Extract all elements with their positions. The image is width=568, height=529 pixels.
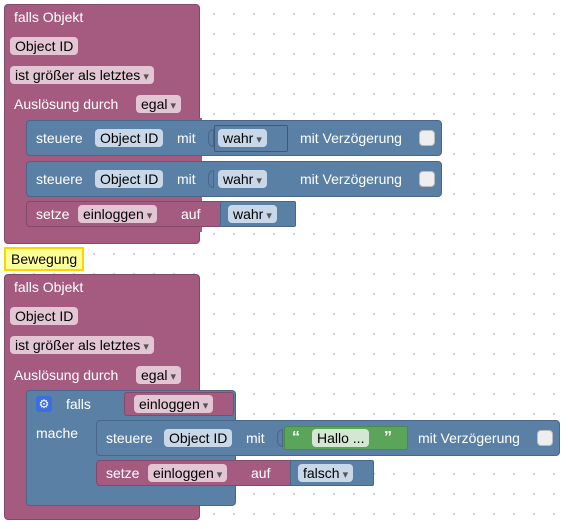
value-socket — [208, 170, 214, 188]
control-target-field[interactable]: Object ID — [95, 129, 164, 147]
delay-label: mit Verzögerung — [418, 430, 520, 446]
delay-label: mit Verzögerung — [300, 130, 402, 146]
if-variable-dropdown[interactable]: einloggen — [134, 395, 214, 413]
control-label: steuere — [36, 130, 83, 146]
trigger-header-label: falls Objekt — [14, 279, 84, 295]
delay-label: mit Verzögerung — [300, 171, 402, 187]
delay-checkbox-icon[interactable] — [419, 171, 435, 187]
comment-text: Bewegung — [11, 251, 78, 267]
trigger-by-label: Auslösung durch — [14, 96, 119, 112]
control-label: steuere — [36, 171, 83, 187]
trigger-by-label: Auslösung durch — [14, 367, 119, 383]
control-value-dropdown[interactable]: wahr — [218, 170, 267, 188]
comment-note[interactable]: Bewegung — [4, 247, 85, 271]
do-label: mache — [36, 425, 79, 441]
control-value-dropdown[interactable]: wahr — [218, 129, 267, 147]
trigger-by-dropdown[interactable]: egal — [136, 95, 182, 113]
set-variable-dropdown[interactable]: einloggen — [148, 464, 228, 482]
control-label: steuere — [106, 430, 153, 446]
set-to-label: auf — [181, 206, 201, 222]
object-id-field[interactable]: Object ID — [10, 307, 79, 325]
open-quote-icon: “ — [292, 429, 300, 446]
control-with-label: mit — [246, 430, 265, 446]
control-with-label: mit — [177, 171, 196, 187]
set-to-label: auf — [251, 465, 271, 481]
if-label: falls — [66, 396, 91, 412]
value-socket — [277, 429, 283, 447]
trigger-by-dropdown[interactable]: egal — [136, 366, 182, 384]
condition-dropdown[interactable]: ist größer als letztes — [10, 336, 154, 354]
value-socket — [208, 129, 214, 147]
object-id-field[interactable]: Object ID — [10, 37, 79, 55]
delay-checkbox-icon[interactable] — [537, 430, 553, 446]
control-with-label: mit — [177, 130, 196, 146]
value-block-outline — [214, 125, 288, 152]
text-value-field[interactable]: Hallo ... — [312, 429, 370, 447]
control-target-field[interactable]: Object ID — [164, 429, 233, 447]
set-label: setze — [106, 465, 140, 481]
condition-dropdown[interactable]: ist größer als letztes — [10, 66, 154, 84]
control-target-field[interactable]: Object ID — [95, 170, 164, 188]
trigger-header-label: falls Objekt — [14, 9, 84, 25]
delay-checkbox-icon[interactable] — [419, 130, 435, 146]
set-value-dropdown[interactable]: wahr — [228, 205, 277, 223]
gear-icon[interactable]: ⚙ — [36, 396, 52, 412]
set-variable-dropdown[interactable]: einloggen — [78, 205, 158, 223]
set-value-dropdown[interactable]: falsch — [298, 464, 354, 482]
close-quote-icon: ” — [384, 429, 392, 446]
set-label: setze — [36, 206, 70, 222]
